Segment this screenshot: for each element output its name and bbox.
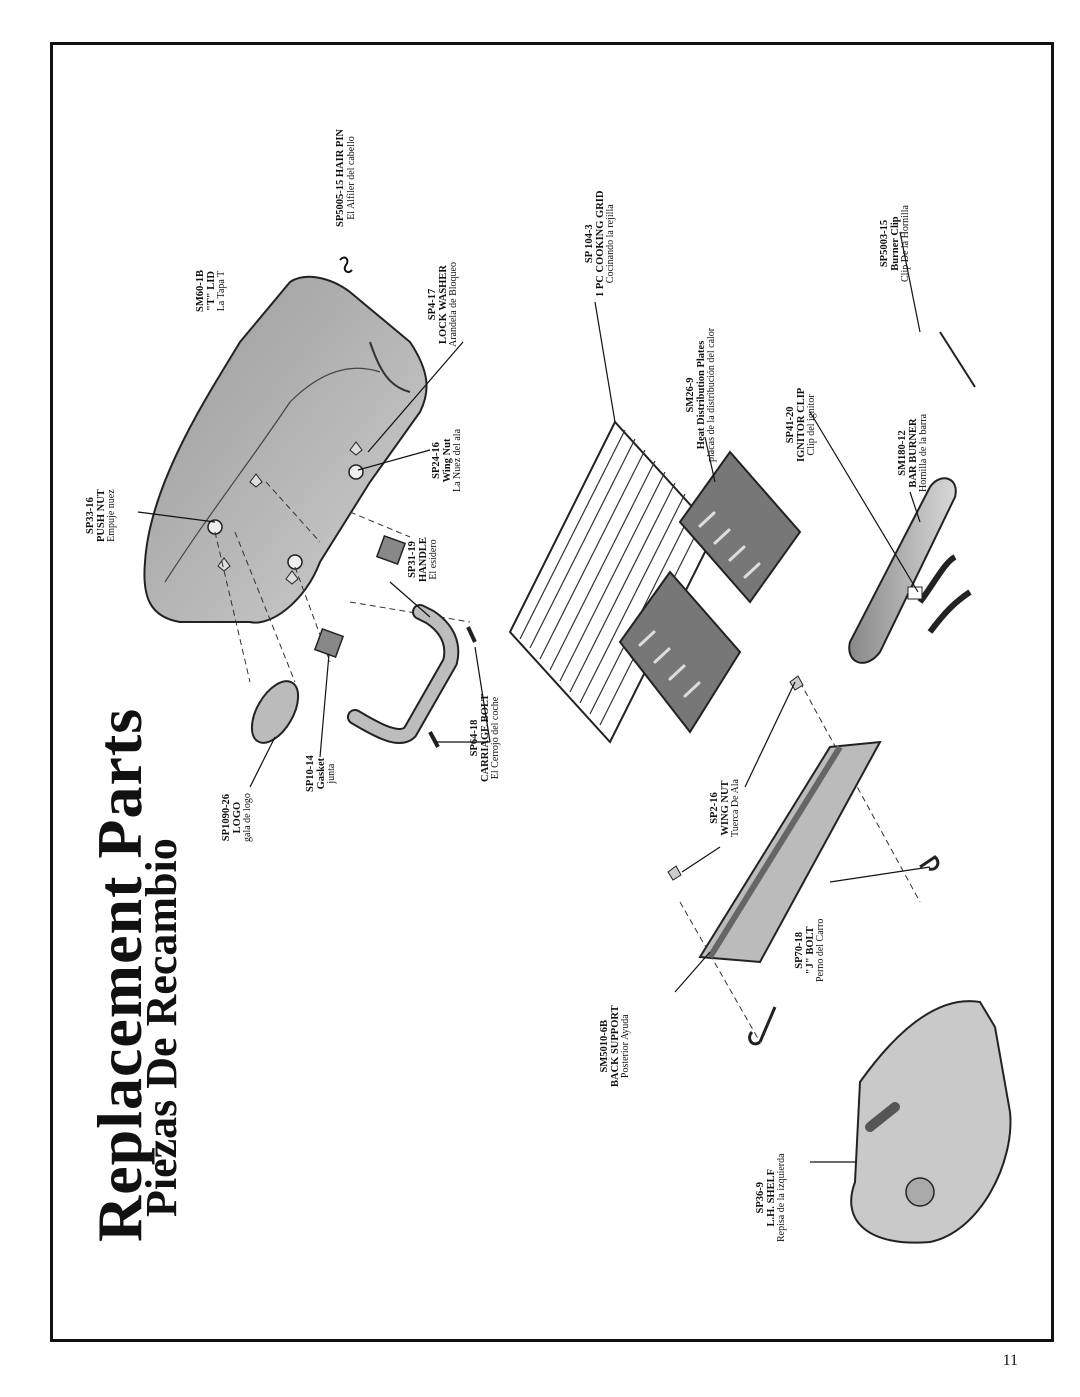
- wing-nut-drawing: [667, 865, 682, 881]
- burner-clip-drawing: [939, 331, 976, 388]
- page-number: 11: [1002, 1352, 1018, 1369]
- j-bolt-drawing: [748, 1006, 777, 1046]
- label-wing-nut: SP2-16 WING NUT Tuerca De Ala: [709, 779, 741, 837]
- handle-drawing: [349, 606, 458, 742]
- label-hair-pin: SP5005-15 HAIR PIN El Alfiler del cabell…: [335, 128, 357, 227]
- bar-burner-drawing: [848, 477, 972, 664]
- label-heat-plates: SM26-9 Heat Distribution Plates placas d…: [685, 327, 717, 462]
- label-lid: SM60-1B "T" LID La Tapa T: [195, 270, 227, 312]
- exploded-view-drawing: [137, 231, 1012, 1244]
- page-border: [50, 42, 1054, 1342]
- label-handle: SP31-19 HANDLE El esidero: [407, 537, 439, 582]
- logo-drawing: [250, 680, 300, 744]
- label-carriage-bolt: SP64-18 CARRIAGE BOLT El Cerrojo del coc…: [469, 693, 501, 782]
- label-lh-shelf: SP36-9 L.H. SHELF Repisa de la izquierda: [755, 1153, 787, 1242]
- label-push-nut: SP33-16 PUSH NUT Empuje nuez: [85, 489, 117, 542]
- label-wing-nut-lid: SP24-16 Wing Nut La Nuez del ala: [431, 428, 463, 492]
- label-back-support: SM5010-6B BACK SUPPORT Posterior Ayuda: [599, 1005, 631, 1087]
- label-gasket: SP10-14 Gasket junta: [305, 755, 337, 792]
- hair-pin-drawing: [339, 256, 353, 274]
- carriage-bolt-drawing: [466, 626, 477, 643]
- label-logo: SP1090-26 LOGO gala de logo: [221, 793, 253, 842]
- label-ignitor-clip: SP41-20 IGNITOR CLIP Clip del ignitor: [785, 387, 817, 462]
- label-burner-clip: SP5003-15 Burner Clip Clip De la Hornill…: [879, 205, 911, 282]
- label-bar-burner: SM180-12 BAR BURNER Hornilla de la barra: [897, 413, 929, 492]
- label-j-bolt: SP70-18 "J" BOLT Perno del Carro: [794, 918, 826, 982]
- parts-diagram: Replacement Parts Piezas De Recambio: [50, 42, 1054, 1342]
- lh-shelf-drawing: [850, 1000, 1012, 1244]
- label-cooking-grid: SP 104-3 1 PC COOKING GRID Cocinando la …: [584, 190, 616, 297]
- lid-drawing: [143, 275, 428, 624]
- label-lock-washer: SP4-17 LOCK WASHER Arandela de Bloqueo: [427, 262, 459, 347]
- gasket-drawing: [313, 627, 345, 659]
- back-support-drawing: [698, 740, 882, 964]
- heat-plates-drawing: [618, 450, 802, 734]
